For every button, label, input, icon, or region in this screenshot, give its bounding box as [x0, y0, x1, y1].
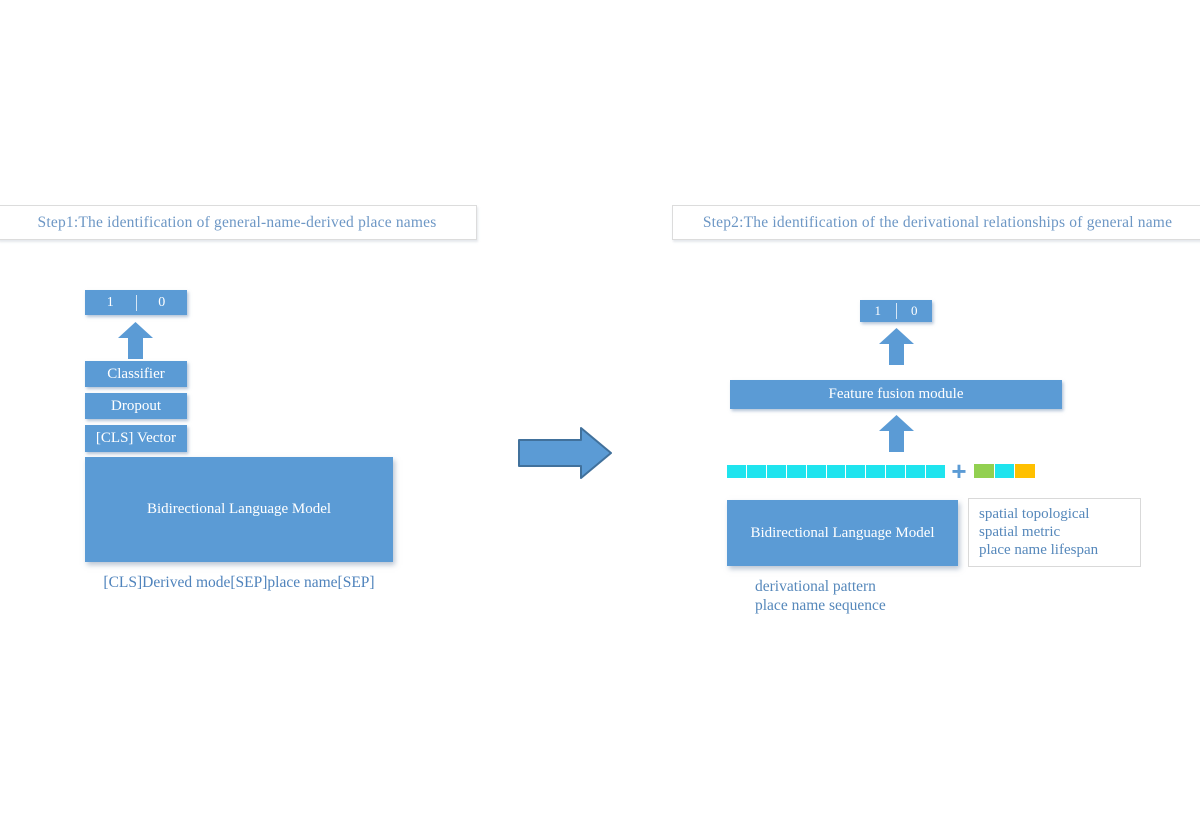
plus-icon: + — [951, 455, 967, 486]
semantic-vector-bar — [727, 465, 945, 478]
up-arrow-icon — [879, 415, 914, 452]
feature-vector-segment — [1015, 464, 1036, 478]
step1-output-box: 1 0 — [85, 290, 187, 315]
feature-line: place name lifespan — [979, 542, 1099, 558]
feature-fusion-label: Feature fusion module — [828, 386, 964, 402]
semantic-vector-segment — [906, 465, 926, 478]
step1-header-label: Step1:The identification of general-name… — [37, 213, 437, 231]
feature-vector-segment — [974, 464, 994, 478]
dropout-label: Dropout — [111, 397, 161, 414]
feature-vector-bar — [974, 464, 1036, 478]
spatial-features-box: spatial topological spatial metric place… — [968, 498, 1141, 567]
caption-line: derivational pattern — [755, 578, 876, 595]
feature-vector-segment — [994, 464, 1015, 478]
semantic-vector-segment — [806, 465, 826, 478]
semantic-vector-segment — [846, 465, 866, 478]
step2-output-cell-1: 1 — [874, 303, 882, 318]
cls-vector-box: [CLS] Vector — [85, 425, 187, 452]
semantic-vector-segment — [926, 465, 945, 478]
caption-line: place name sequence — [755, 597, 886, 614]
step1-language-model-label: Bidirectional Language Model — [146, 501, 332, 517]
semantic-vector-segment — [746, 465, 766, 478]
feature-line: spatial topological — [979, 506, 1090, 522]
semantic-vector-segment — [866, 465, 886, 478]
step1-input-caption: [CLS]Derived mode[SEP]place name[SEP] — [103, 574, 375, 591]
classifier-box: Classifier — [85, 361, 187, 387]
step2-language-model-label: Bidirectional Language Model — [750, 524, 935, 541]
semantic-vector-segment — [886, 465, 906, 478]
cls-vector-label: [CLS] Vector — [95, 430, 177, 446]
step1-language-model-box: Bidirectional Language Model — [85, 457, 393, 562]
feature-line: spatial metric — [979, 524, 1061, 540]
up-arrow-icon — [879, 328, 914, 365]
step1-header: Step1:The identification of general-name… — [0, 205, 477, 240]
step2-input-caption: derivational pattern place name sequence — [755, 577, 886, 615]
step2-header-label: Step2:The identification of the derivati… — [702, 213, 1173, 231]
step2-header: Step2:The identification of the derivati… — [672, 205, 1200, 240]
semantic-vector-segment — [766, 465, 786, 478]
up-arrow-icon — [118, 322, 153, 359]
step1-output-cell-0: 0 — [135, 294, 188, 311]
semantic-vector-segment — [786, 465, 806, 478]
classifier-label: Classifier — [107, 365, 165, 382]
feature-fusion-box: Feature fusion module — [730, 380, 1062, 409]
step1-output-cell-1: 1 — [106, 294, 114, 310]
step2-language-model-box: Bidirectional Language Model — [727, 500, 958, 566]
step2-output-box: 1 0 — [860, 300, 932, 322]
semantic-vector-segment — [826, 465, 846, 478]
dropout-box: Dropout — [85, 393, 187, 419]
right-arrow-icon — [518, 427, 612, 479]
step2-output-cell-0: 0 — [895, 303, 933, 319]
semantic-vector-segment — [727, 465, 746, 478]
